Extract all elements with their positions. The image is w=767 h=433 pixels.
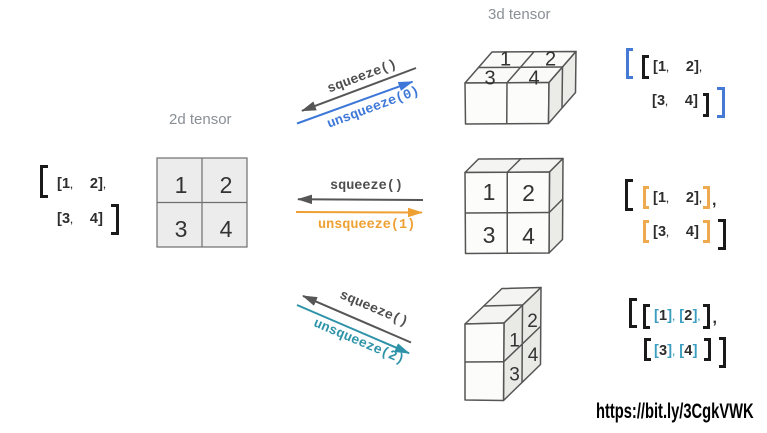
svg-text:1: 1 [175, 172, 188, 198]
svg-text:2: 2 [220, 172, 233, 198]
svg-text:3: 3 [484, 68, 495, 90]
svg-text:1: 1 [500, 49, 511, 71]
svg-text:3: 3 [509, 365, 520, 386]
svg-text:1: 1 [509, 331, 520, 352]
svg-text:1: 1 [483, 179, 496, 205]
svg-text:3: 3 [175, 216, 188, 242]
svg-text:4: 4 [528, 345, 539, 366]
svg-text:4: 4 [522, 223, 535, 249]
svg-text:3: 3 [483, 222, 496, 248]
svg-text:4: 4 [528, 68, 539, 90]
svg-text:2: 2 [527, 311, 538, 332]
svg-text:2: 2 [522, 180, 535, 206]
svg-text:2: 2 [545, 49, 556, 71]
svg-text:4: 4 [220, 216, 233, 242]
